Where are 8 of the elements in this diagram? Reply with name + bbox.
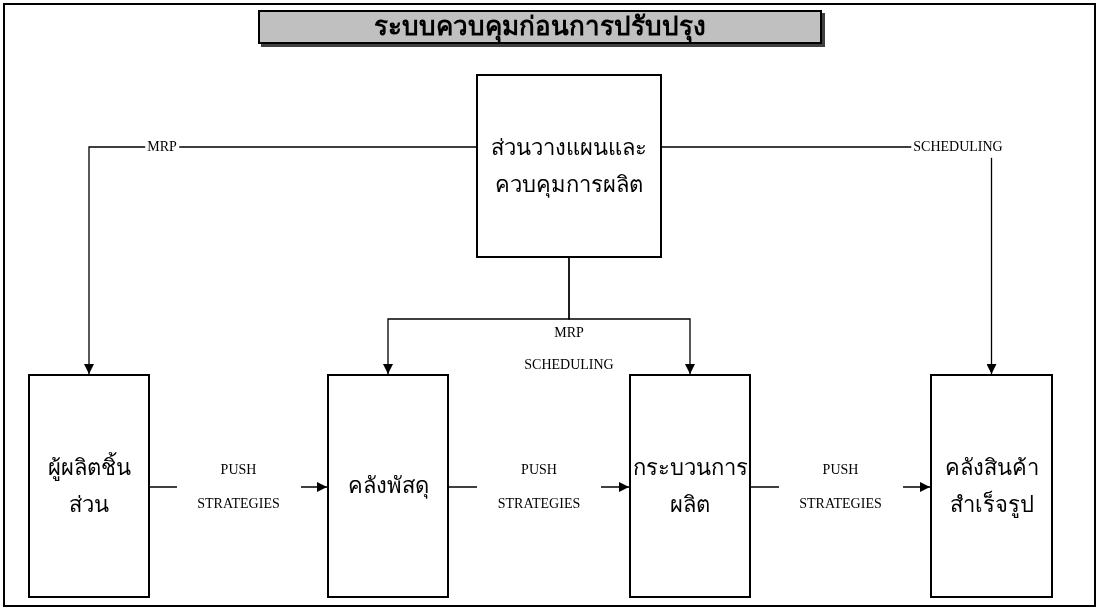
process-box: ส่วนวางแผนและควบคุมการผลิต [476,74,662,258]
process-box: คลังพัสดุ [327,374,449,598]
connector-arrow [84,146,477,375]
process-box: ผู้ผลิตชิ้นส่วน [28,374,150,598]
process-box: คลังสินค้าสำเร็จรูป [930,374,1053,598]
connector-arrow [568,257,695,375]
title-banner: ระบบควบคุมก่อนการปรับปรุง [258,10,822,44]
process-box: กระบวนการผลิต [629,374,751,598]
